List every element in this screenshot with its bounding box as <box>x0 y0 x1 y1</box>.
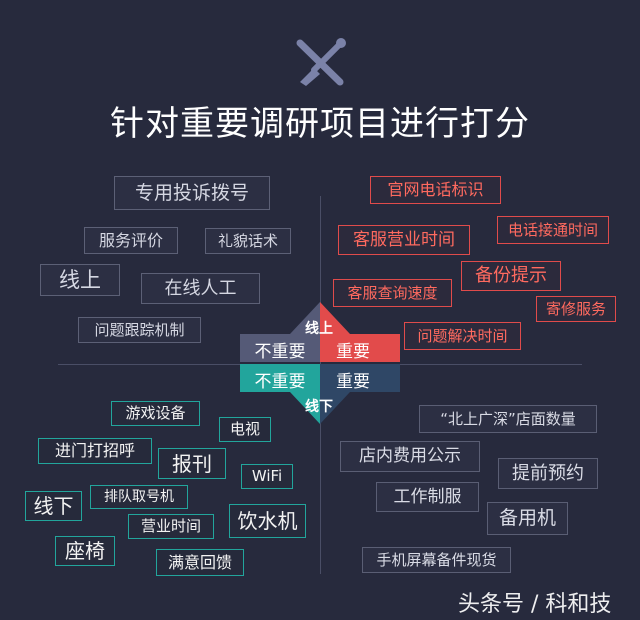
tag-offline-unimportant: 座椅 <box>55 536 115 566</box>
tag-online-unimportant: 专用投诉拨号 <box>114 176 270 210</box>
tag-online-unimportant: 在线人工 <box>141 273 260 304</box>
page-title: 针对重要调研项目进行打分 <box>110 104 530 144</box>
tag-offline-unimportant: 营业时间 <box>128 514 214 539</box>
tag-offline-important: 提前预约 <box>498 458 598 489</box>
tag-online-important: 官网电话标识 <box>370 176 501 204</box>
watermark: 头条号 / 科和技 <box>458 592 612 617</box>
tag-offline-important: “北上广深”店面数量 <box>419 405 597 433</box>
tag-offline-important: 工作制服 <box>376 482 479 512</box>
tag-online-unimportant: 问题跟踪机制 <box>78 317 201 343</box>
tag-online-important: 寄修服务 <box>536 296 616 322</box>
tag-online-important: 电话接通时间 <box>497 216 609 244</box>
offline-unimportant-label: 不重要 <box>254 371 306 392</box>
tools-icon <box>296 38 346 86</box>
tag-online-important: 客服营业时间 <box>338 225 470 255</box>
tag-online-important: 客服查询速度 <box>333 279 452 307</box>
tag-offline-unimportant: 报刊 <box>158 448 226 479</box>
tag-online-unimportant: 线上 <box>40 264 120 296</box>
tag-offline-unimportant: 排队取号机 <box>90 485 188 509</box>
tag-online-unimportant: 服务评价 <box>84 227 178 254</box>
tag-offline-unimportant: 游戏设备 <box>111 401 200 426</box>
offline-label: 线下 <box>305 399 333 415</box>
tag-online-important: 问题解决时间 <box>404 322 521 350</box>
tag-offline-unimportant: 进门打招呼 <box>38 438 152 464</box>
tag-offline-unimportant: 线下 <box>25 491 82 521</box>
tag-offline-unimportant: 电视 <box>219 417 271 442</box>
tag-offline-important: 店内费用公示 <box>340 441 480 472</box>
tag-online-unimportant: 礼貌话术 <box>205 228 291 254</box>
center-diamond <box>240 302 400 424</box>
tag-offline-important: 手机屏幕备件现货 <box>362 547 511 573</box>
tag-online-important: 备份提示 <box>461 261 561 291</box>
online-important-label: 重要 <box>336 341 370 362</box>
tag-offline-important: 备用机 <box>487 502 568 535</box>
tag-offline-unimportant: 饮水机 <box>229 504 306 538</box>
online-unimportant-label: 不重要 <box>254 341 306 362</box>
tag-offline-unimportant: 满意回馈 <box>156 549 244 576</box>
online-label: 线上 <box>305 321 333 337</box>
tag-offline-unimportant: WiFi <box>241 464 293 489</box>
offline-important-label: 重要 <box>336 371 370 392</box>
